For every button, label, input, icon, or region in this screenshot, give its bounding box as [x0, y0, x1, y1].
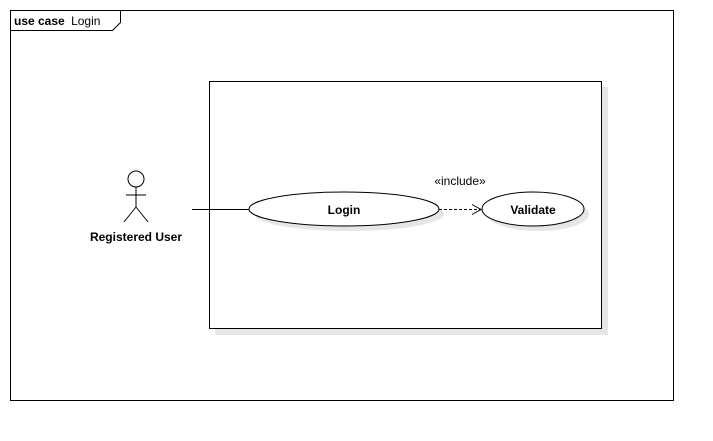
login-use-case-label: Login — [328, 203, 361, 217]
include-arrowhead — [471, 204, 483, 215]
actor-head — [127, 170, 145, 188]
svg-text:use case Login: use case Login — [14, 14, 100, 28]
diagram-frame — [10, 10, 674, 401]
frame-title: Login — [71, 14, 100, 28]
validate-use-case-label: Validate — [510, 203, 556, 217]
validate-use-case[interactable] — [481, 191, 585, 227]
actor-left-leg — [123, 206, 137, 223]
actor-label: Registered User — [90, 230, 182, 244]
actor-figure[interactable] — [123, 170, 149, 223]
actor-right-leg — [135, 206, 149, 223]
frame-tab — [10, 10, 121, 31]
frame-keyword: use case — [14, 14, 65, 28]
include-stereotype-label: «include» — [434, 174, 486, 188]
